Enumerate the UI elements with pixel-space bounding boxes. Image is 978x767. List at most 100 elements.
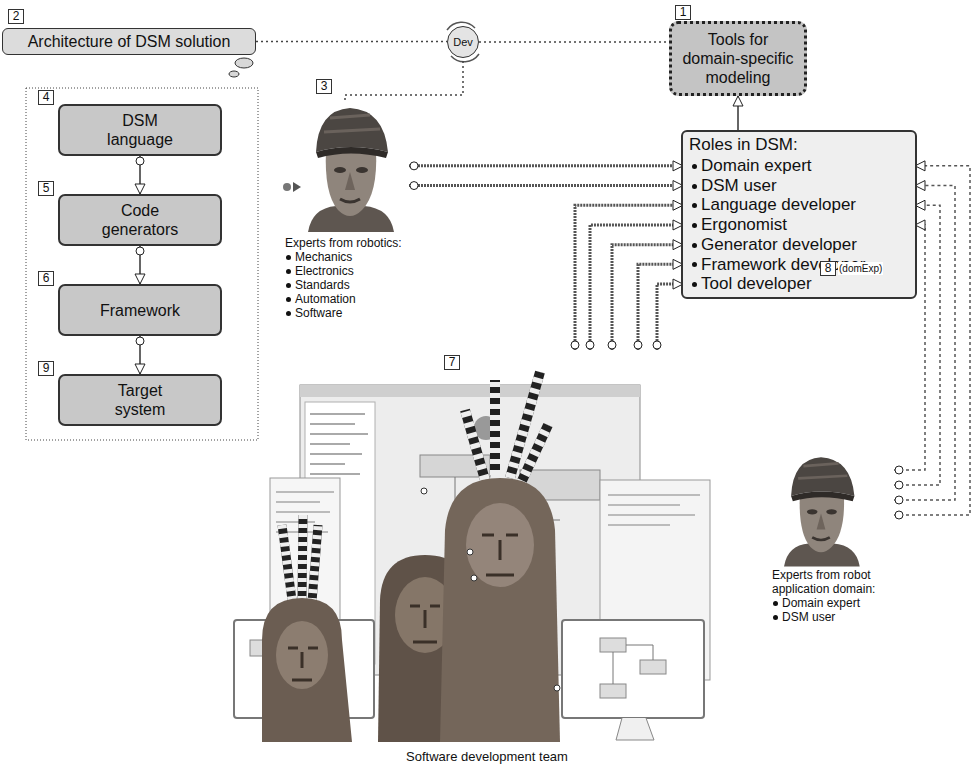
region-outline: [26, 88, 258, 440]
role-item: Domain expert: [683, 156, 915, 176]
component-box: Target system: [58, 374, 222, 426]
connector: [638, 264, 683, 350]
illustration-part: [554, 685, 560, 691]
illustration-part: [410, 606, 440, 642]
connector: [575, 205, 683, 350]
illustration-part: [276, 621, 328, 689]
illustration-part: [466, 503, 534, 587]
callout-number: 3: [316, 79, 332, 94]
illustration-part: [562, 620, 704, 718]
illustration-part: [288, 648, 318, 680]
node-text: Ergonomist: [701, 215, 907, 235]
role-item: Generator developer: [683, 235, 915, 255]
list-item: Domain expert: [782, 596, 894, 610]
illustration-part: [300, 385, 640, 397]
node-text: Tool developer: [701, 274, 907, 294]
illustration-part: [310, 414, 368, 474]
illustration-part: [465, 372, 548, 485]
node-text: Generator developer: [701, 235, 907, 255]
node-text: Framework: [98, 301, 182, 320]
illustration-part: [608, 495, 700, 525]
node-text: Roles in DSM:: [683, 132, 915, 156]
connector: [409, 184, 683, 187]
list-item: Mechanics: [295, 250, 409, 264]
illustration-part: [616, 718, 654, 740]
node-text: Experts from robot application domain:: [772, 568, 894, 596]
alias-label: (domExp): [838, 262, 883, 275]
connector: [409, 164, 683, 167]
list-item: Software: [295, 306, 409, 320]
callout-number: 2: [8, 9, 24, 24]
illustration-part: [613, 645, 653, 684]
component-box: DSM language: [58, 104, 222, 156]
illustration-part: [229, 71, 239, 77]
callout-number: 5: [38, 181, 54, 196]
role-icon: [283, 182, 301, 192]
list-item: Automation: [295, 292, 409, 306]
expert-figure: Experts from robot application domain:Do…: [772, 455, 894, 624]
node-text: Architecture of DSM solution: [9, 32, 249, 51]
component-box: Code generators: [58, 194, 222, 246]
list-item: DSM user: [782, 610, 894, 624]
illustration-part: [465, 372, 548, 485]
connector: [612, 245, 683, 350]
node-text: Experts from robotics:: [285, 236, 409, 250]
node-text: Code generators: [98, 201, 182, 239]
illustration-part: [283, 183, 291, 191]
illustration-part: [467, 549, 473, 555]
illustration-part: [640, 660, 666, 674]
callout-number: 4: [38, 90, 54, 105]
expert-figure: Experts from robotics:MechanicsElectroni…: [285, 100, 409, 320]
node-text: Tools for domain-specific modeling: [678, 30, 798, 87]
node-text: Domain expert: [701, 156, 907, 176]
illustration-part: [440, 478, 560, 742]
connector: [590, 225, 683, 350]
list-item: Electronics: [295, 264, 409, 278]
robotics-expert-figure: [308, 108, 394, 232]
illustration-part: [600, 638, 626, 652]
node-text: Dev: [453, 36, 473, 48]
component-box: Framework: [58, 284, 222, 336]
illustration-part: [293, 182, 301, 192]
callout-number: 6: [38, 271, 54, 286]
callout-number: 9: [38, 361, 54, 376]
role-item: Language developer: [683, 195, 915, 215]
illustration-part: [262, 598, 352, 742]
node-text: Target system: [98, 381, 182, 419]
connector: [139, 156, 141, 194]
callout-number: 1: [675, 5, 691, 20]
connector: [139, 336, 141, 374]
domain-expert-figure: [784, 457, 860, 566]
connector: [139, 246, 141, 284]
role-item: DSM user: [683, 176, 915, 196]
team-figure: Software development team: [237, 350, 737, 764]
tool-box: Tools for domain-specific modeling: [669, 21, 807, 96]
illustration-part: [471, 575, 477, 581]
node-text: Software development team: [406, 749, 568, 764]
thought-tail: [229, 58, 253, 77]
node-text: Language developer: [701, 195, 907, 215]
dev-cycle: [447, 22, 479, 62]
architecture-box: Architecture of DSM solution: [2, 28, 256, 55]
node-text: DSM user: [701, 176, 907, 196]
connector: [256, 41, 447, 43]
connector: [657, 284, 683, 350]
dev-circle: Dev: [447, 26, 479, 58]
connector: [345, 58, 463, 100]
role-item: Tool developer: [683, 274, 915, 294]
illustration-part: [235, 58, 253, 68]
illustration-part: [482, 535, 518, 575]
illustration-part: [282, 515, 318, 602]
connector: [479, 41, 669, 43]
team-illustration: [234, 372, 710, 742]
illustration-part: [421, 488, 427, 494]
connector: [737, 96, 739, 130]
node-text: DSM language: [98, 111, 182, 149]
illustration-part: [600, 684, 626, 698]
illustration-part: [282, 515, 318, 602]
callout-number: 8: [820, 261, 836, 276]
role-item: Ergonomist: [683, 215, 915, 235]
list-item: Standards: [295, 278, 409, 292]
callout-number: 7: [444, 355, 460, 370]
